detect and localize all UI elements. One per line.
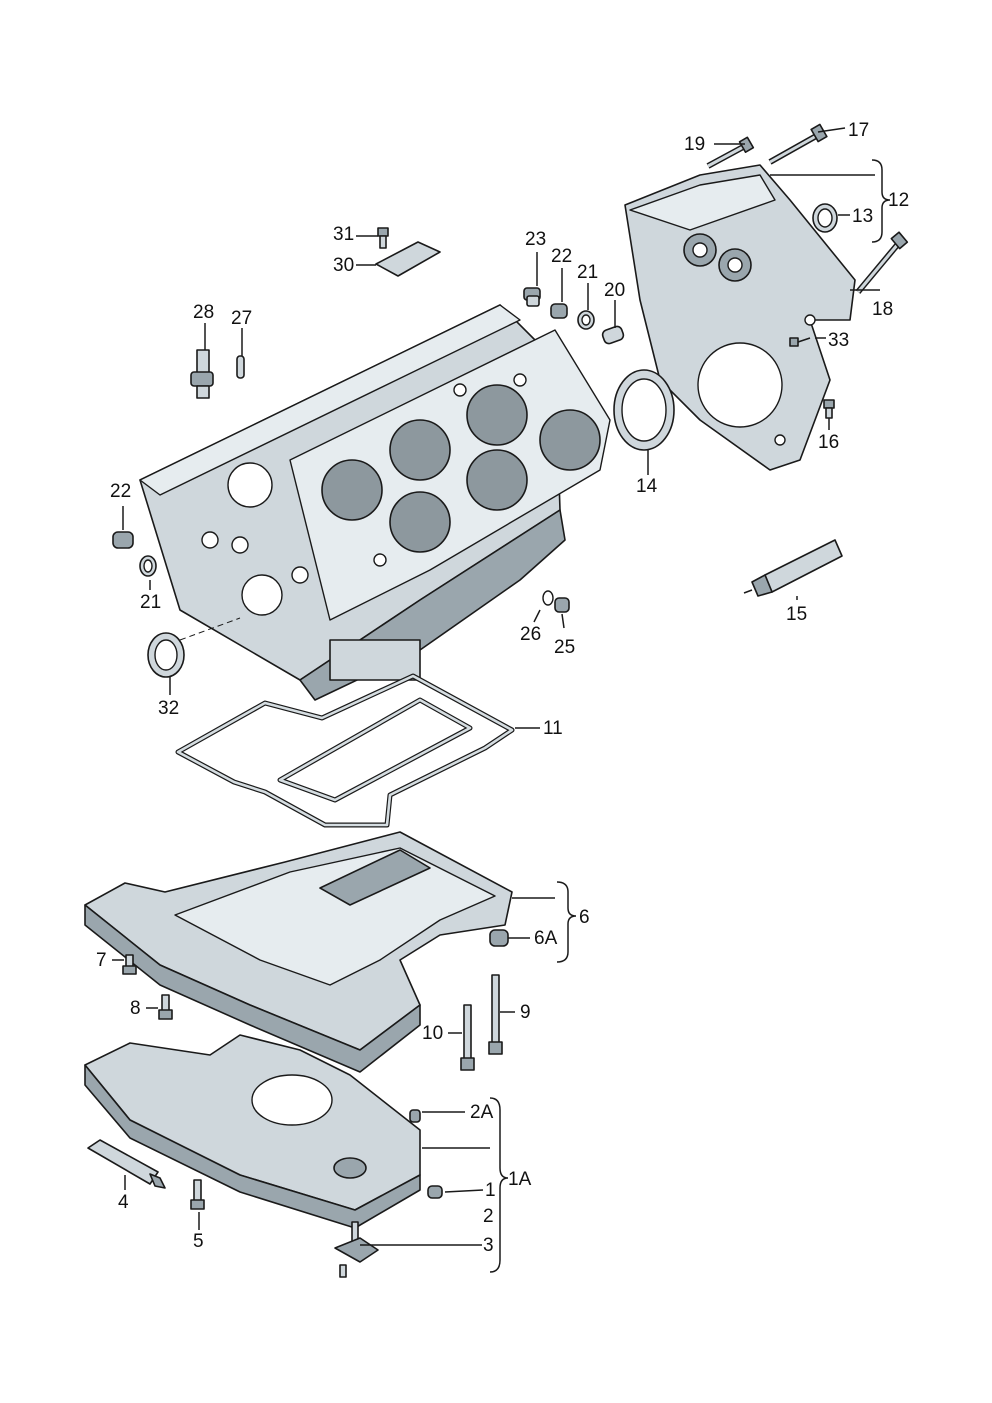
seal-ring-14 xyxy=(613,369,675,451)
label-21-top: 21 xyxy=(577,262,598,283)
label-12: 12 xyxy=(888,190,909,211)
bolt-19 xyxy=(706,136,755,169)
ring-21-left xyxy=(139,555,157,577)
plug-6A xyxy=(489,929,509,947)
plug-22-left xyxy=(112,531,134,549)
lower-oil-pan-1A xyxy=(84,1034,421,1229)
seal-ring-13 xyxy=(812,203,838,233)
bolt-16 xyxy=(823,399,835,419)
label-26: 26 xyxy=(520,624,541,645)
bolt-10 xyxy=(460,1004,475,1071)
label-3: 3 xyxy=(483,1235,494,1256)
plug-22-top xyxy=(550,303,568,319)
label-23: 23 xyxy=(525,229,546,250)
plug-25 xyxy=(554,597,570,613)
brace-12 xyxy=(871,159,891,243)
label-10: 10 xyxy=(422,1023,443,1044)
label-33: 33 xyxy=(828,330,849,351)
label-6A: 6A xyxy=(534,928,558,949)
label-1A: 1A xyxy=(508,1169,532,1190)
bolt-7 xyxy=(122,954,137,975)
label-32: 32 xyxy=(158,698,179,719)
oil-pan-gasket-11 xyxy=(175,673,515,828)
label-19: 19 xyxy=(684,134,705,155)
bolt-5 xyxy=(190,1179,205,1210)
label-15: 15 xyxy=(786,604,807,625)
leader-lines xyxy=(112,127,880,1246)
label-14: 14 xyxy=(636,476,658,497)
label-25: 25 xyxy=(554,637,575,658)
label-18: 18 xyxy=(872,299,893,320)
label-20: 20 xyxy=(604,280,625,301)
label-27: 27 xyxy=(231,308,252,329)
label-2A: 2A xyxy=(470,1102,494,1123)
ring-26 xyxy=(542,590,554,606)
label-13: 13 xyxy=(852,206,873,227)
bolt-9 xyxy=(488,974,503,1055)
timing-cover xyxy=(624,164,856,471)
label-22-top: 22 xyxy=(551,246,572,267)
brace-1A xyxy=(489,1097,509,1273)
pin-20 xyxy=(601,325,625,345)
cover-plate-30 xyxy=(375,241,441,277)
label-30: 30 xyxy=(333,255,354,276)
engine-block xyxy=(139,304,611,701)
bolt-18 xyxy=(855,231,909,294)
label-2: 2 xyxy=(483,1206,494,1227)
bolt-33 xyxy=(789,337,811,347)
label-7: 7 xyxy=(96,950,107,971)
bolt-17 xyxy=(768,123,828,165)
label-1: 1 xyxy=(485,1180,496,1201)
oil-level-sensor-3 xyxy=(334,1221,379,1278)
bolt-8 xyxy=(158,994,173,1020)
plug-23 xyxy=(523,287,541,307)
drain-plug-1 xyxy=(427,1185,443,1199)
brace-6 xyxy=(556,881,577,963)
label-17: 17 xyxy=(848,120,869,141)
pin-27 xyxy=(236,355,245,379)
label-22-left: 22 xyxy=(110,481,131,502)
label-4: 4 xyxy=(118,1192,129,1213)
upper-oil-pan-6 xyxy=(84,831,513,1073)
bolt-31 xyxy=(377,227,389,249)
ring-21-top xyxy=(577,310,595,330)
block-holes xyxy=(201,373,527,616)
cylinder-bores xyxy=(321,384,601,553)
label-28: 28 xyxy=(193,302,214,323)
label-16: 16 xyxy=(818,432,839,453)
label-31: 31 xyxy=(333,224,354,245)
plug-2A xyxy=(409,1109,421,1123)
seal-ring-32 xyxy=(147,632,185,678)
label-21-left: 21 xyxy=(140,592,161,613)
sealant-tube-4 xyxy=(87,1139,166,1189)
label-5: 5 xyxy=(193,1231,204,1252)
label-8: 8 xyxy=(130,998,141,1019)
label-11: 11 xyxy=(543,718,563,739)
label-6: 6 xyxy=(579,907,590,928)
sealant-tube-15 xyxy=(743,539,843,597)
stud-28 xyxy=(190,349,214,399)
part-labels: 17 19 12 13 18 33 16 14 15 31 30 23 22 2… xyxy=(96,120,909,1256)
label-9: 9 xyxy=(520,1002,531,1023)
